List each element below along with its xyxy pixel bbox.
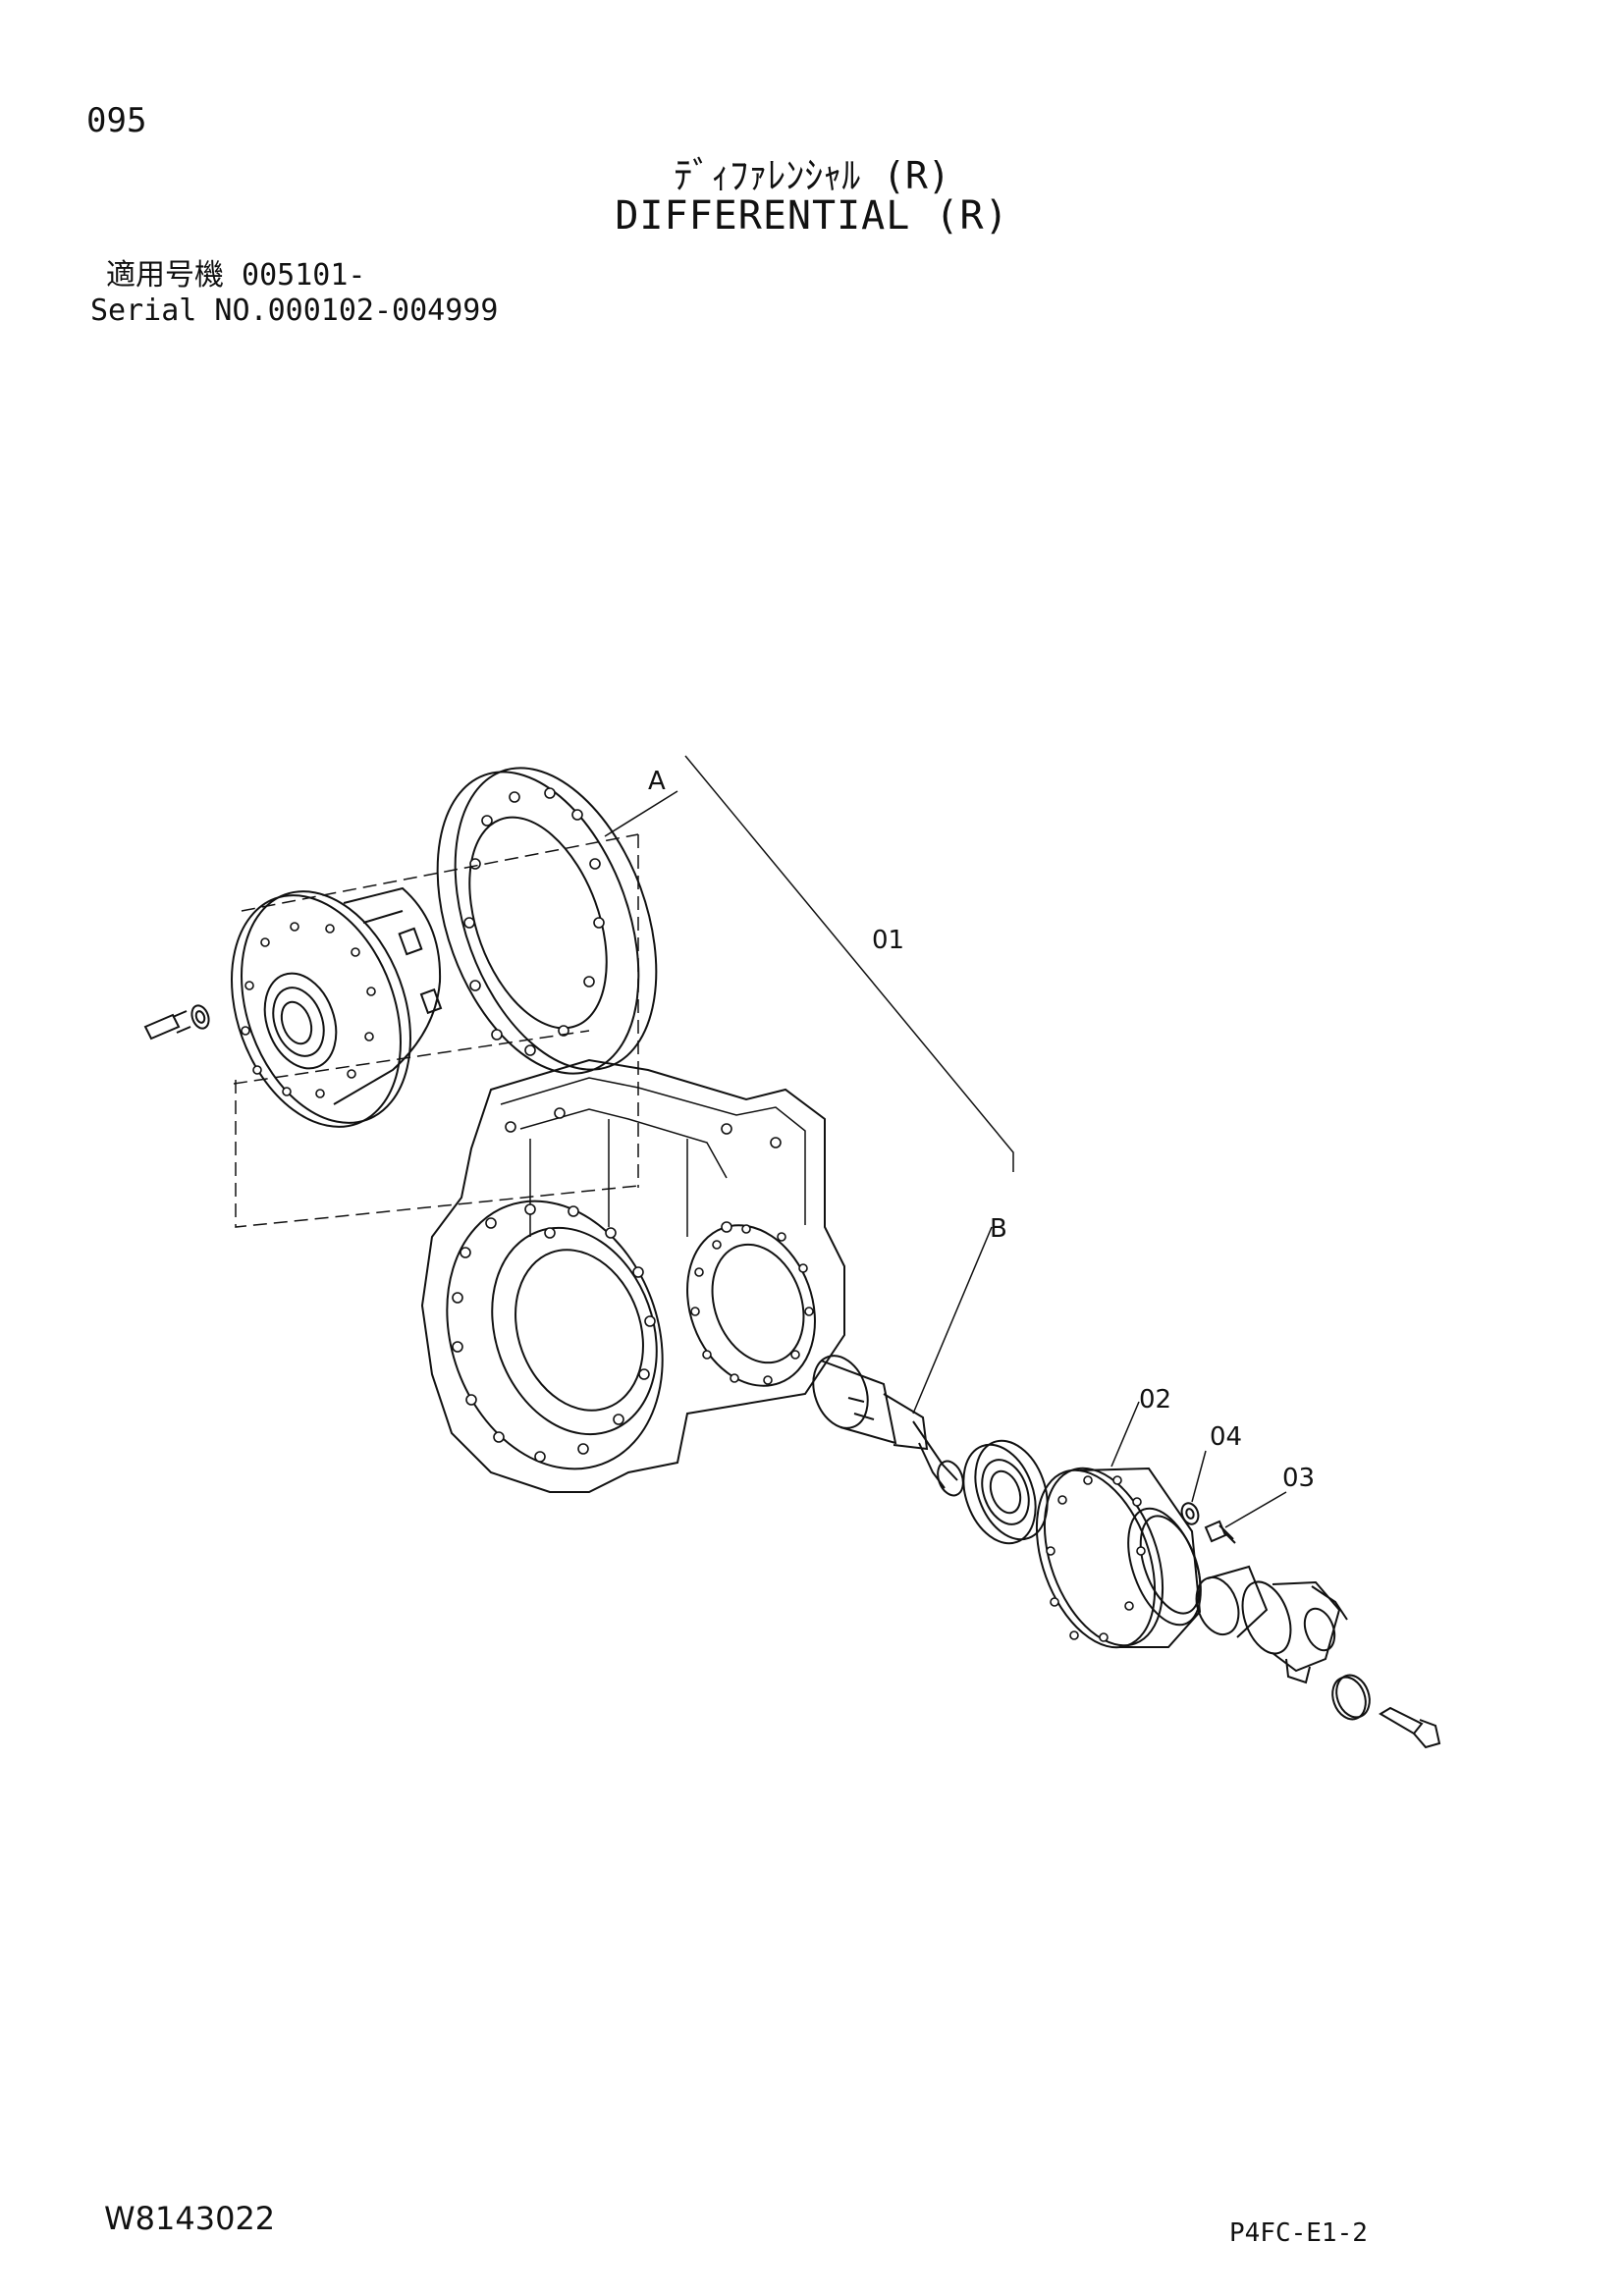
bolt-03 <box>1204 1520 1236 1544</box>
serial-range: Serial NO.000102-004999 <box>90 294 499 328</box>
pinion-bearing <box>962 1439 1049 1545</box>
drawing-code: W8143022 <box>104 2200 276 2237</box>
page-title: DIFFERENTIAL (R) <box>615 193 1009 239</box>
axle-housing <box>420 1058 845 1493</box>
flange-bolt <box>1379 1706 1441 1749</box>
pinion-cage <box>1035 1467 1202 1649</box>
differential-case <box>231 886 443 1128</box>
carrier-flange-plate <box>436 767 658 1075</box>
case-bolt <box>143 1004 210 1041</box>
drive-pinion <box>812 1355 964 1497</box>
page-code: P4FC-E1-2 <box>1229 2218 1368 2248</box>
flange-washer <box>1331 1674 1371 1721</box>
callout-a: A <box>648 767 666 796</box>
page-title-japanese: ﾃﾞｨﾌｧﾚﾝｼｬﾙ (R) <box>674 154 950 197</box>
assembly-guide-lines <box>233 833 639 1228</box>
callout-02: 02 <box>1139 1385 1171 1415</box>
callout-03: 03 <box>1282 1464 1315 1493</box>
callout-01: 01 <box>872 926 904 955</box>
applicability-label: 適用号機 005101- <box>106 258 366 293</box>
companion-flange <box>1195 1565 1348 1684</box>
callout-04: 04 <box>1210 1422 1242 1452</box>
page-number: 095 <box>86 101 147 140</box>
callout-leaders <box>604 755 1287 1528</box>
callout-b: B <box>990 1214 1007 1244</box>
washer-04 <box>1180 1502 1200 1525</box>
